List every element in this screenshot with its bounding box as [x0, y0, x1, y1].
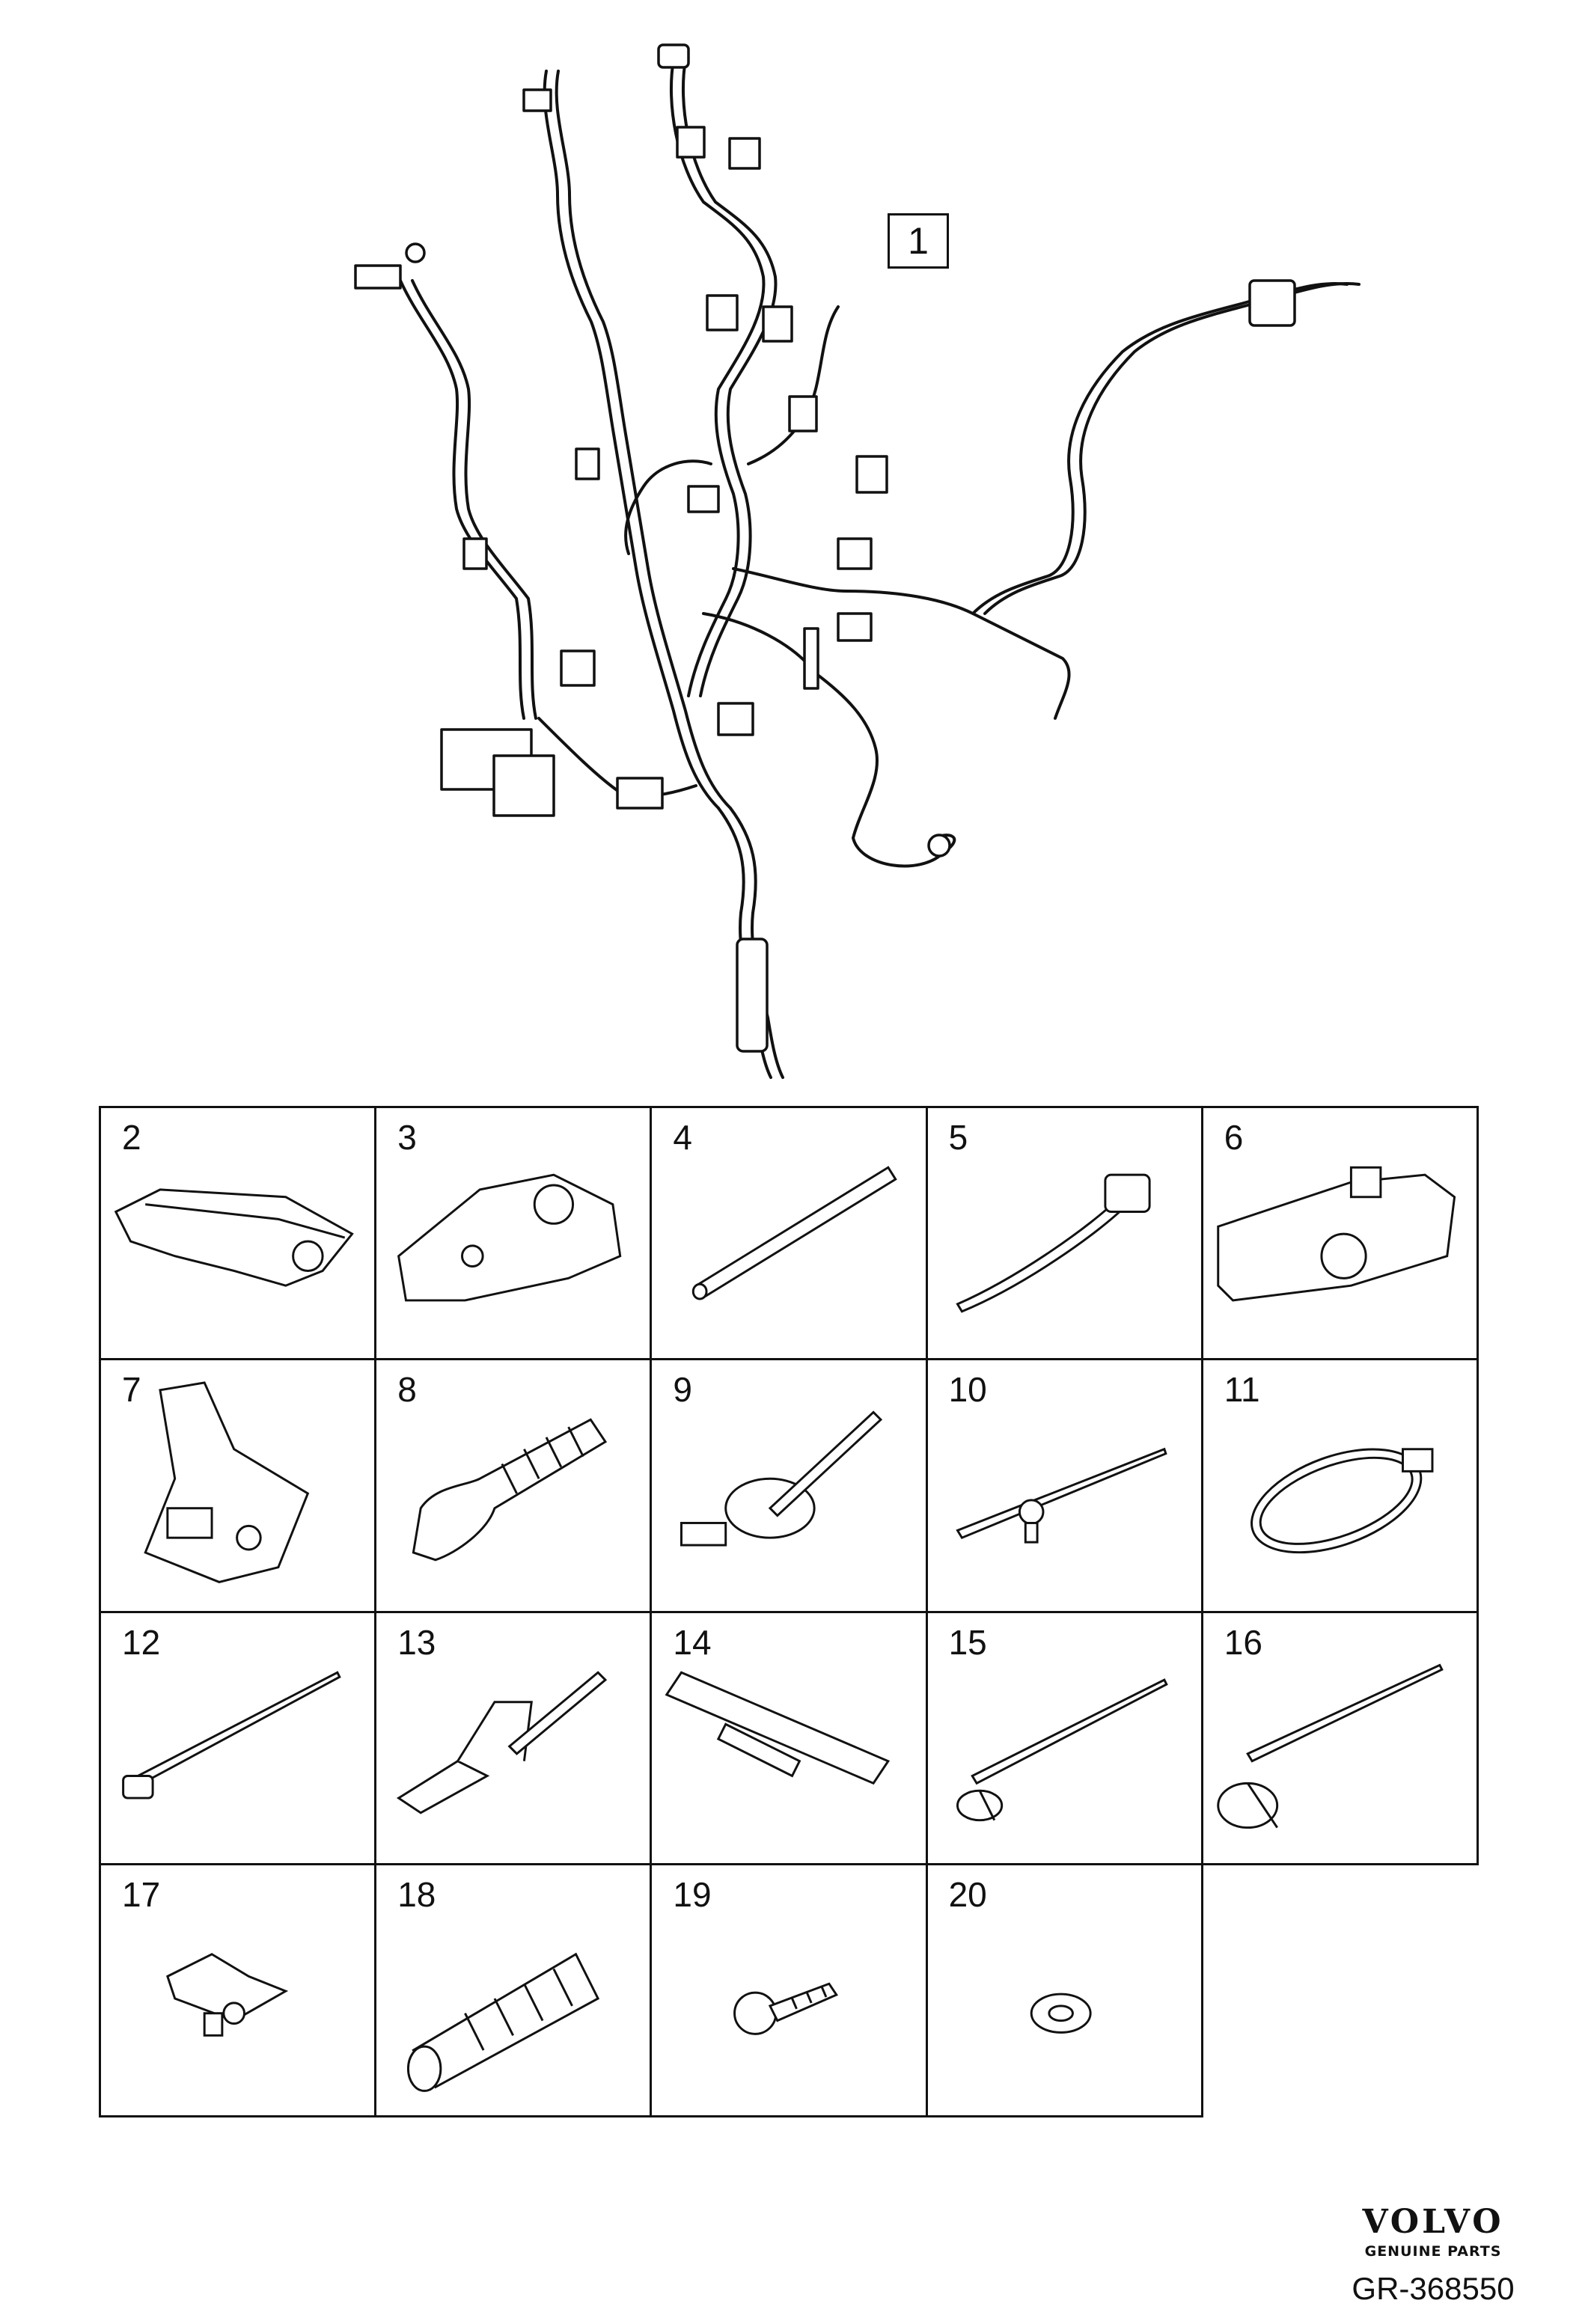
cable-tie-mount-icon [955, 1173, 1151, 1313]
part-number: 17 [122, 1874, 161, 1914]
part-number: 15 [948, 1622, 987, 1662]
part-cell-7: 7 [101, 1360, 377, 1613]
assembly-reference-number: 1 [908, 220, 929, 262]
part-cell-2: 2 [101, 1108, 377, 1361]
harness-holder-icon [114, 1188, 354, 1287]
document-id: GR-368550 [1352, 2271, 1515, 2306]
washer-icon [1030, 1993, 1092, 2034]
genuine-parts-tagline: GENUINE PARTS [1364, 2243, 1502, 2260]
part-cell-8: 8 [376, 1360, 653, 1613]
part-cell-20: 20 [927, 1865, 1203, 2117]
part-cell-6: 6 [1203, 1108, 1479, 1361]
part-cell-16: 16 [1203, 1612, 1479, 1865]
part-number: 2 [122, 1118, 141, 1157]
part-cell-13: 13 [376, 1612, 653, 1865]
part-cell-4: 4 [652, 1108, 928, 1361]
part-number: 9 [673, 1370, 692, 1410]
part-cell-5: 5 [927, 1108, 1203, 1361]
part-number: 20 [948, 1874, 987, 1914]
cable-tie-loop-icon [1250, 1448, 1434, 1554]
wiring-harness-illustration [354, 43, 1361, 1079]
bracket-icon [397, 1173, 622, 1302]
tie-with-stud-icon [955, 1448, 1167, 1544]
assembly-reference-label: 1 [888, 213, 949, 269]
part-number: 14 [673, 1622, 712, 1662]
volvo-brand: VOLVO GENUINE PARTS [1340, 2206, 1527, 2260]
part-cell-3: 3 [376, 1108, 653, 1361]
volvo-logo: VOLVO [1362, 2203, 1504, 2241]
part-number: 8 [397, 1370, 417, 1410]
part-cell-19: 19 [652, 1865, 928, 2117]
part-number: 19 [673, 1874, 712, 1914]
harness-trunk [399, 58, 1361, 1079]
clamp-clip-icon [397, 1670, 608, 1814]
part-number: 6 [1224, 1118, 1244, 1157]
part-number: 4 [673, 1118, 692, 1157]
part-number: 10 [948, 1370, 987, 1410]
part-number: 5 [948, 1118, 968, 1157]
grommet-icon [412, 1418, 608, 1562]
tie-with-push-mount-icon [956, 1678, 1168, 1821]
part-number: 11 [1224, 1370, 1260, 1410]
part-number: 13 [397, 1622, 436, 1662]
part-cell-9: 9 [652, 1360, 928, 1613]
part-cell-12: 12 [101, 1612, 377, 1865]
screw-icon [733, 1982, 839, 2035]
tube-icon [692, 1166, 898, 1300]
part-cell-10: 10 [927, 1360, 1203, 1613]
part-number: 18 [397, 1874, 436, 1914]
harness-connectors [354, 43, 1296, 1053]
cover-icon [1217, 1166, 1456, 1302]
part-number: 16 [1224, 1622, 1262, 1662]
part-number: 3 [397, 1118, 417, 1157]
corrugated-hose-icon [407, 1952, 600, 2092]
tie-with-edge-clip-icon [1217, 1663, 1444, 1829]
parts-grid: 2 3 4 5 6 7 [99, 1106, 1479, 2117]
part-cell-15: 15 [927, 1612, 1203, 1865]
cable-tie-screw-icon [122, 1670, 341, 1799]
part-cell-11: 11 [1203, 1360, 1479, 1613]
part-cell-17: 17 [101, 1865, 377, 2117]
bracket-clip-icon [166, 1952, 289, 2037]
part-cell-14: 14 [652, 1612, 928, 1865]
connector-housing-icon [144, 1381, 310, 1584]
part-number: 7 [122, 1370, 141, 1410]
clip-icon [680, 1410, 883, 1547]
part-cell-18: 18 [376, 1865, 653, 2117]
empty-cell [1203, 1865, 1479, 2117]
slide-clip-icon [665, 1670, 891, 1785]
part-number: 12 [122, 1622, 161, 1662]
